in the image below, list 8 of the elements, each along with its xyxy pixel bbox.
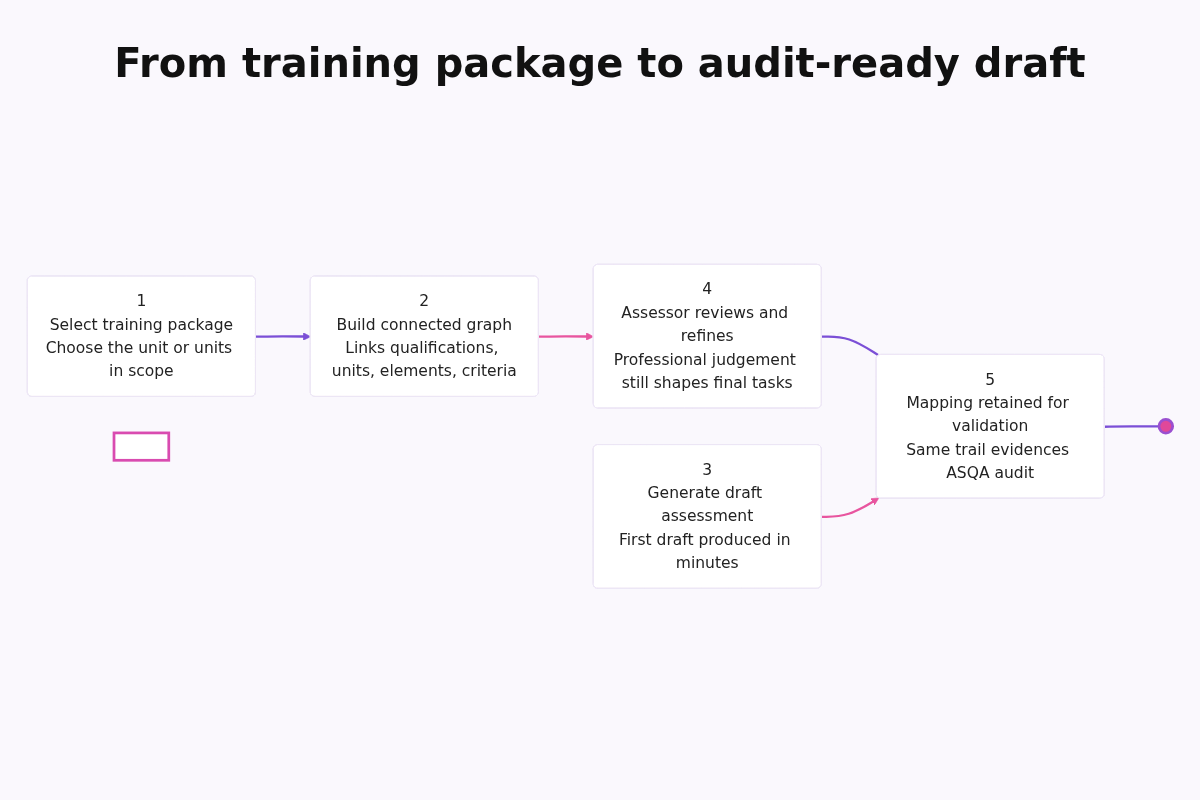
node-pin: [1157, 417, 1175, 435]
title: From training package to audit-ready draft: [113, 40, 1087, 86]
arrow: [821, 497, 880, 518]
arrow: [538, 332, 594, 341]
arrow: [255, 332, 312, 341]
node-box: [112, 431, 171, 462]
connector: [821, 335, 880, 357]
connector: [1104, 424, 1159, 428]
